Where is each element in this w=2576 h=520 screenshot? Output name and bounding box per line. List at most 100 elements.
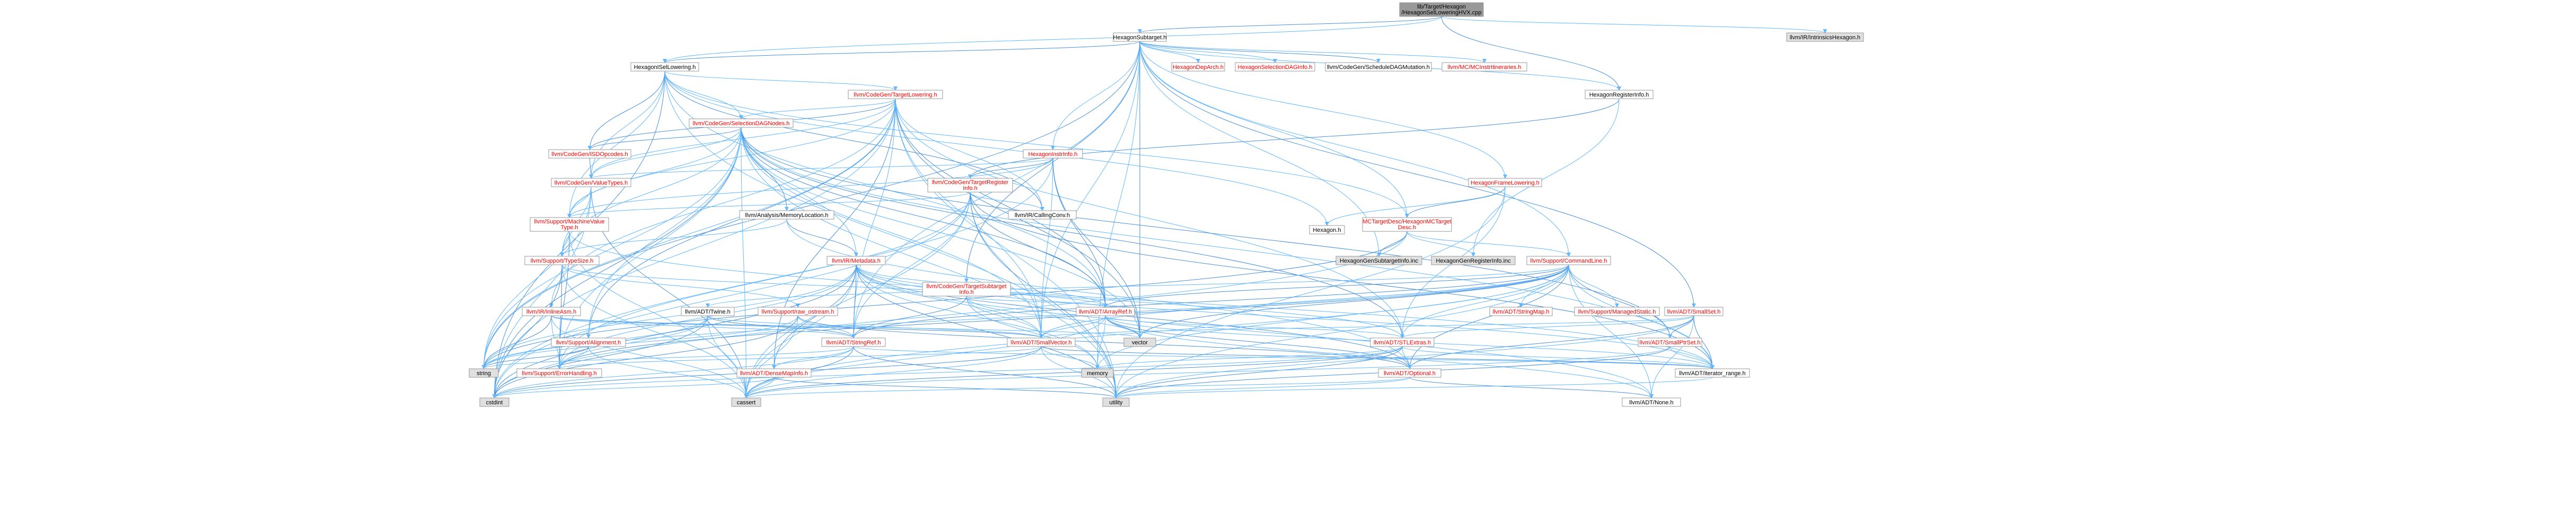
graph-node-mcinstritin[interactable]: llvm/MC/MCInstrItineraries.h: [1441, 62, 1527, 72]
graph-node-errorhandling[interactable]: llvm/Support/ErrorHandling.h: [516, 368, 602, 378]
graph-node-targetlowering[interactable]: llvm/CodeGen/TargetLowering.h: [848, 90, 943, 99]
graph-edge: [741, 127, 1118, 398]
graph-node-schedmutation[interactable]: llvm/CodeGen/ScheduleDAGMutation.h: [1325, 62, 1432, 72]
graph-edge: [481, 264, 1569, 369]
graph-node-isdopcodes[interactable]: llvm/CodeGen/ISDOpcodes.h: [548, 149, 631, 159]
graph-node-box: [1786, 32, 1864, 42]
graph-node-typesize[interactable]: llvm/Support/TypeSize.h: [524, 256, 600, 265]
graph-edge: [1114, 315, 1694, 398]
graph-edge: [1668, 315, 1694, 339]
graph-edge: [588, 346, 749, 398]
graph-node-callingconv[interactable]: llvm/IR/CallingConv.h: [1008, 210, 1077, 220]
graph-node-cstdint[interactable]: cstdint: [479, 397, 509, 407]
graph-node-box: [731, 397, 761, 407]
graph-node-label: llvm/ADT/SmallVector.h: [1011, 340, 1072, 346]
graph-node-iteratorrange[interactable]: llvm/ADT/iterator_range.h: [1675, 368, 1750, 378]
graph-node-hexreginfo[interactable]: HexagonRegisterInfo.h: [1585, 90, 1654, 99]
graph-node-hexdepharch[interactable]: HexagonDepArch.h: [1171, 62, 1225, 72]
graph-node-commandline[interactable]: llvm/Support/CommandLine.h: [1526, 256, 1611, 265]
graph-node-valuetypes[interactable]: llvm/CodeGen/ValueTypes.h: [551, 178, 631, 187]
graph-node-alignment[interactable]: llvm/Support/Alignment.h: [551, 337, 626, 347]
graph-node-densemapinfo[interactable]: llvm/ADT/DenseMapInfo.h: [736, 368, 812, 378]
graph-node-hexisellowering[interactable]: HexagonISelLowering.h: [630, 62, 699, 72]
graph-edge: [589, 158, 1053, 179]
graph-node-hexgenreginfo[interactable]: HexagonGenRegisterInfo.inc: [1431, 256, 1516, 265]
graph-node-box: [522, 307, 581, 316]
graph-node-box: [630, 62, 699, 72]
graph-node-rawostream[interactable]: llvm/Support/raw_ostream.h: [758, 307, 838, 316]
graph-edge: [664, 71, 1409, 218]
graph-node-hexagon[interactable]: Hexagon.h: [1309, 225, 1345, 235]
graph-node-label: Hexagon.h: [1313, 227, 1341, 233]
graph-node-label: llvm/IR/CallingConv.h: [1015, 212, 1070, 219]
graph-node-label: llvm/IR/IntrinsicsHexagon.h: [1790, 34, 1860, 41]
graph-node-stringref[interactable]: llvm/ADT/StringRef.h: [821, 337, 886, 347]
graph-node-label: HexagonISelLowering.h: [634, 64, 696, 71]
graph-node-label: lib/Target/Hexagon: [1417, 4, 1466, 10]
graph-edge: [560, 219, 787, 257]
graph-node-smallset[interactable]: llvm/ADT/SmallSet.h: [1664, 307, 1724, 316]
graph-node-hexinstrinfo[interactable]: HexagonInstrInfo.h: [1023, 149, 1083, 159]
graph-node-cassert[interactable]: cassert: [731, 397, 761, 407]
graph-node-memlocation[interactable]: llvm/Analysis/MemoryLocation.h: [739, 210, 834, 220]
graph-node-root[interactable]: lib/Target/Hexagon/HexagonSelLoweringHVX…: [1399, 2, 1484, 17]
graph-node-inlineasm[interactable]: llvm/IR/InlineAsm.h: [522, 307, 581, 316]
graph-edge: [1039, 158, 1053, 339]
graph-node-hexsubtarget[interactable]: HexagonSubtarget.h: [1113, 32, 1167, 42]
graph-node-intrinsicshexagon[interactable]: llvm/IR/IntrinsicsHexagon.h: [1786, 32, 1864, 42]
graph-edge: [664, 71, 898, 91]
graph-node-label: HexagonInstrInfo.h: [1028, 151, 1078, 158]
graph-edge: [664, 71, 1118, 398]
graph-edge: [707, 315, 749, 398]
graph-edge: [492, 315, 798, 398]
graph-node-stlextras[interactable]: llvm/ADT/STLExtras.h: [1370, 337, 1435, 347]
graph-node-seldagnodes[interactable]: llvm/CodeGen/SelectionDAGNodes.h: [689, 118, 794, 128]
graph-node-hexframelowering[interactable]: HexagonFrameLowering.h: [1468, 178, 1542, 187]
graph-edge: [567, 71, 665, 218]
graph-node-vector[interactable]: vector: [1123, 337, 1156, 347]
graph-node-hexseldaginfo[interactable]: HexagonSelectionDAGInfo.h: [1235, 62, 1315, 72]
graph-node-label: HexagonGenRegisterInfo.inc: [1436, 258, 1511, 264]
graph-node-hexgensubtarget[interactable]: HexagonGenSubtargetInfo.inc: [1335, 256, 1422, 265]
graph-node-smallptrset[interactable]: llvm/ADT/SmallPtrSet.h: [1638, 337, 1702, 347]
graph-edge: [1051, 41, 1140, 150]
graph-edge: [1519, 264, 1569, 308]
graph-edge: [1405, 186, 1506, 218]
graph-edge: [567, 192, 971, 218]
graph-node-box: [1171, 62, 1225, 72]
graph-node-string[interactable]: string: [469, 368, 499, 378]
graph-node-label: llvm/ADT/STLExtras.h: [1374, 340, 1431, 346]
graph-edge: [856, 264, 1412, 369]
graph-edge: [492, 346, 1403, 398]
graph-node-label: llvm/CodeGen/SelectionDAGNodes.h: [693, 120, 790, 127]
graph-edge: [481, 127, 742, 369]
graph-node-managedstatic[interactable]: llvm/Support/ManagedStatic.h: [1574, 307, 1660, 316]
graph-node-optional[interactable]: llvm/ADT/Optional.h: [1378, 368, 1441, 378]
graph-edge: [970, 192, 1118, 398]
graph-node-label: llvm/IR/InlineAsm.h: [526, 309, 576, 315]
graph-node-adtnone[interactable]: llvm/ADT/None.h: [1622, 397, 1681, 407]
graph-edge: [557, 315, 708, 369]
graph-node-utility[interactable]: utility: [1102, 397, 1130, 407]
graph-node-smallvector[interactable]: llvm/ADT/SmallVector.h: [1007, 337, 1076, 347]
graph-node-box: [551, 337, 626, 347]
graph-node-label: llvm/ADT/None.h: [1629, 400, 1673, 406]
graph-node-label: llvm/CodeGen/TargetSubtarget: [926, 283, 1006, 290]
graph-node-label: llvm/ADT/ArrayRef.h: [1079, 309, 1132, 315]
graph-node-irmetadata[interactable]: llvm/IR/Metadata.h: [827, 256, 886, 265]
graph-edge: [557, 192, 971, 369]
graph-node-adttwine[interactable]: llvm/ADT/Twine.h: [681, 307, 735, 316]
graph-node-box: [927, 178, 1013, 193]
graph-edge: [851, 192, 971, 339]
graph-node-stringmap[interactable]: llvm/ADT/StringMap.h: [1489, 307, 1553, 316]
graph-node-arrayref[interactable]: llvm/ADT/ArrayRef.h: [1076, 307, 1135, 316]
graph-node-memory[interactable]: memory: [1081, 368, 1114, 378]
graph-node-label: memory: [1087, 370, 1108, 377]
graph-edge: [589, 127, 742, 179]
graph-node-label: MCTargetDesc/HexagonMCTarget: [1362, 219, 1452, 225]
